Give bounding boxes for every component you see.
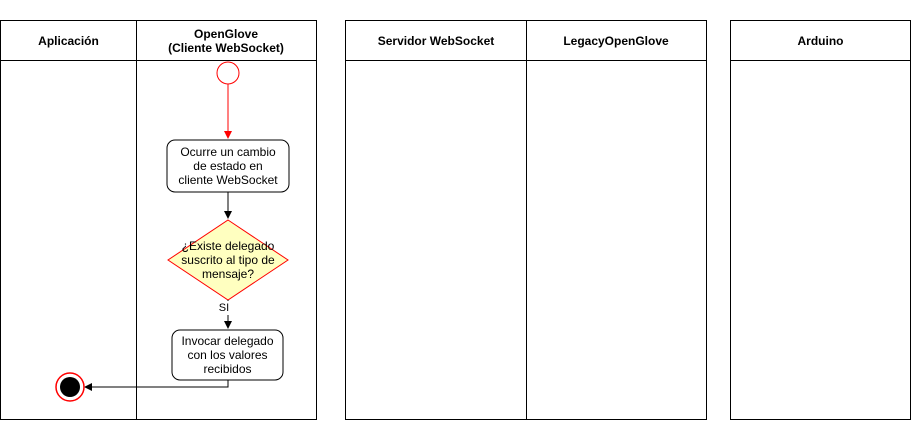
- decision-node-text: ¿Existe delegado suscrito al tipo de men…: [168, 220, 288, 300]
- start-node: [216, 61, 240, 85]
- header-border: [346, 21, 706, 61]
- lane-divider: [526, 21, 527, 419]
- lane-subtitle-openglove: (Cliente WebSocket): [168, 40, 284, 55]
- lane-title-openglove: OpenGlove: [193, 26, 258, 41]
- pool-aplicacion-openglove: Aplicación OpenGlove (Cliente WebSocket): [0, 20, 317, 420]
- edge-action2-to-end: [84, 380, 229, 391]
- pool-servidor-legacy: Servidor WebSocket LegacyOpenGlove: [345, 20, 707, 420]
- edge-label-si: SI: [214, 301, 234, 315]
- pool-arduino: Arduino: [730, 20, 911, 420]
- action1-line: Ocurre un cambio: [180, 145, 276, 159]
- lane-divider: [136, 21, 137, 419]
- action-node-2-text: Invocar delegado con los valores recibid…: [172, 330, 283, 380]
- lane-title-legacy: LegacyOpenGlove: [563, 33, 669, 48]
- header-border: [1, 21, 316, 61]
- decision-line: suscrito al tipo de: [181, 253, 275, 267]
- action-node-1-text: Ocurre un cambio de estado en cliente We…: [167, 140, 289, 192]
- action2-line: Invocar delegado: [181, 334, 274, 348]
- lane-title-servidor: Servidor WebSocket: [377, 33, 495, 48]
- action2-line: recibidos: [203, 362, 252, 376]
- decision-line: mensaje?: [201, 267, 255, 281]
- decision-line: ¿Existe delegado: [181, 239, 275, 253]
- action2-line: con los valores: [187, 348, 268, 362]
- lane-title-aplicacion: Aplicación: [38, 33, 99, 48]
- lane-header-arduino: Arduino: [731, 21, 910, 61]
- lane-title-arduino: Arduino: [797, 33, 844, 48]
- action1-line: de estado en: [193, 159, 263, 173]
- end-node-core: [60, 377, 80, 397]
- action1-line: cliente WebSocket: [178, 173, 278, 187]
